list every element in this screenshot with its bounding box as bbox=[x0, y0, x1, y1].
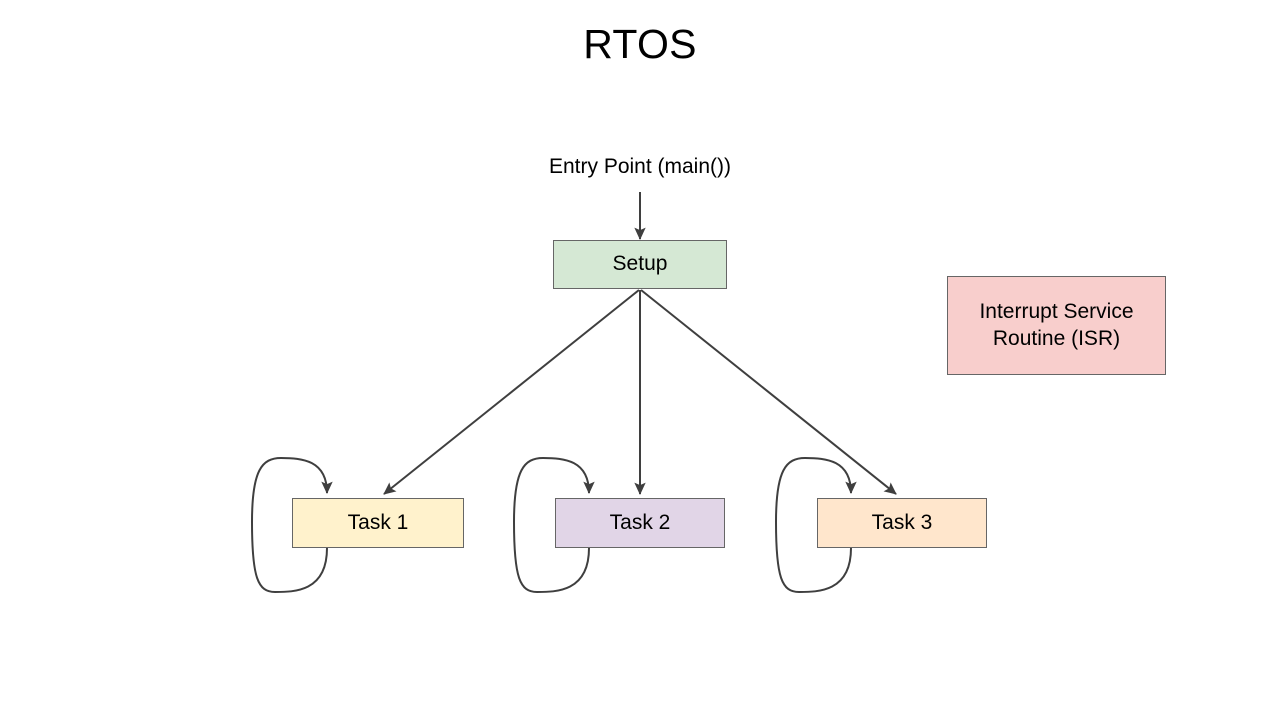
edge-setup-to-task1 bbox=[383, 289, 640, 495]
entry-point-label: Entry Point (main()) bbox=[548, 155, 732, 178]
node-task-1[interactable]: Task 1 bbox=[292, 498, 464, 548]
node-isr-label: Interrupt Service Routine (ISR) bbox=[979, 300, 1134, 350]
edge-setup-to-task3 bbox=[640, 289, 897, 495]
node-task-2[interactable]: Task 2 bbox=[555, 498, 725, 548]
node-setup[interactable]: Setup bbox=[553, 240, 727, 289]
node-task-3[interactable]: Task 3 bbox=[817, 498, 987, 548]
node-task1-label: Task 1 bbox=[347, 510, 409, 534]
diagram-title: RTOS bbox=[583, 21, 697, 67]
node-interrupt-service-routine[interactable]: Interrupt Service Routine (ISR) bbox=[947, 276, 1166, 375]
node-task2-label: Task 2 bbox=[609, 510, 671, 534]
node-setup-label: Setup bbox=[612, 252, 668, 276]
node-task3-label: Task 3 bbox=[871, 510, 933, 534]
